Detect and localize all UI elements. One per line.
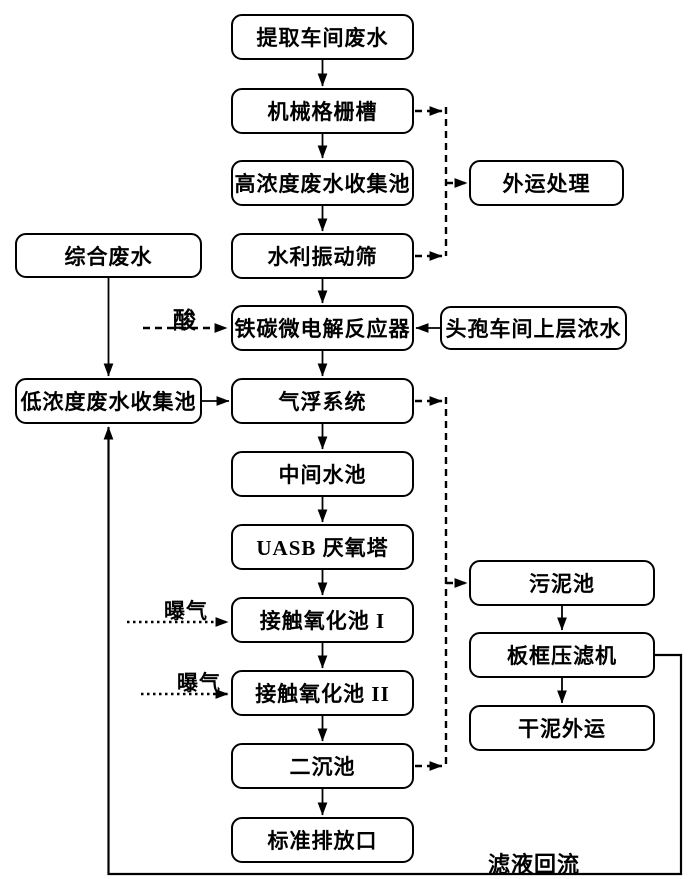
node-iron-carbon-reactor: 铁碳微电解反应器 (231, 305, 414, 351)
node-comprehensive-wastewater: 综合废水 (15, 233, 202, 278)
node-secondary-sedimentation: 二沉池 (231, 743, 414, 789)
edge-filtrate-reflux-return (103, 426, 683, 876)
node-uasb-tower: UASB 厌氧塔 (231, 524, 414, 570)
label-aeration-2: 曝气 (177, 671, 221, 695)
node-plate-frame-filter-press: 板框压滤机 (469, 632, 655, 678)
dashed-outward-group (415, 106, 468, 261)
dotted-aeration-group (127, 617, 229, 699)
node-intermediate-pool: 中间水池 (231, 451, 414, 497)
node-high-conc-collection: 高浓度废水收集池 (231, 160, 414, 206)
node-hydraulic-vibrating-screen: 水利振动筛 (231, 233, 414, 279)
label-filtrate-reflux: 滤液回流 (488, 852, 581, 877)
dashed-sludge-group (415, 396, 468, 771)
node-low-conc-collection: 低浓度废水收集池 (15, 378, 202, 424)
node-mechanical-grid: 机械格栅槽 (231, 88, 414, 134)
node-contact-oxidation-1: 接触氧化池 I (231, 597, 414, 643)
node-contact-oxidation-2: 接触氧化池 II (231, 670, 414, 716)
label-aeration-1: 曝气 (164, 599, 208, 623)
node-air-flotation: 气浮系统 (231, 378, 414, 424)
node-cephalosporin-concentrate: 头孢车间上层浓水 (440, 306, 627, 350)
node-extraction-wastewater: 提取车间废水 (231, 14, 414, 60)
main-flow-arrows (103, 60, 567, 816)
node-outward-treatment: 外运处理 (469, 160, 624, 206)
node-sludge-pool: 污泥池 (469, 560, 655, 606)
node-standard-outlet: 标准排放口 (231, 817, 414, 863)
node-dry-sludge-outward: 干泥外运 (469, 705, 655, 751)
label-acid: 酸 (173, 308, 197, 333)
